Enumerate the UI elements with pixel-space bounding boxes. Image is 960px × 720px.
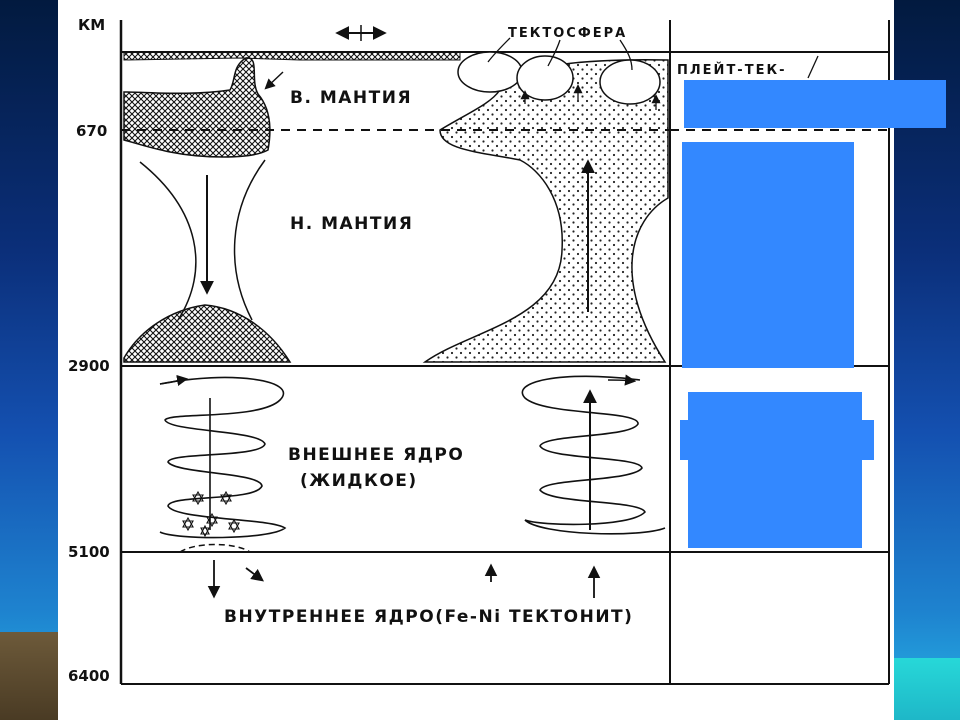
solidifying-crystals	[182, 490, 240, 538]
right-core-spiral	[521, 374, 666, 535]
corner-decoration-right	[894, 658, 960, 720]
upper-mantle-label: В. МАНТИЯ	[290, 88, 412, 108]
plate-tectonics-label: ПЛЕЙТ-ТЕК-	[677, 62, 786, 78]
plume-wall	[233, 159, 266, 321]
depth-label-670: 670	[76, 122, 107, 140]
inner-core-bump	[179, 543, 251, 553]
overlay-block-middle	[682, 142, 854, 368]
tectosphere-label: ТЕКТОСФЕРА	[508, 26, 627, 41]
depth-label-6400: 6400	[68, 667, 110, 685]
inner-core-label: ВНУТРЕННЕЕ ЯДРО(Fe-Ni ТЕКТОНИТ)	[224, 607, 633, 627]
depth-label-5100: 5100	[68, 543, 110, 561]
descending-slab-lower	[123, 304, 292, 363]
plate-pointer-line	[807, 55, 819, 79]
inner-core-arrows	[207, 560, 601, 599]
lower-mantle-label: Н. МАНТИЯ	[290, 214, 413, 234]
rising-plume	[422, 59, 669, 363]
lithosphere-motion-arrow	[335, 25, 387, 41]
convection-cells	[457, 51, 661, 105]
axis-unit-label: КМ	[78, 16, 105, 34]
corner-decoration-left	[0, 632, 58, 720]
overlay-block-top	[684, 80, 946, 128]
left-core-spiral	[159, 374, 287, 539]
depth-label-2900: 2900	[68, 357, 110, 375]
lithosphere-hatch	[123, 51, 461, 61]
overlay-block-lower	[688, 392, 862, 548]
outer-core-label: ВНЕШНЕЕ ЯДРО	[288, 445, 464, 465]
outer-core-state-label: (ЖИДКОЕ)	[300, 471, 418, 491]
tectosphere-pointer-lines	[487, 37, 661, 110]
plume-wall	[139, 161, 197, 321]
overlay-block-lower-wide	[680, 420, 874, 460]
flow-arrow	[264, 71, 284, 90]
descending-slab-upper	[123, 57, 271, 158]
